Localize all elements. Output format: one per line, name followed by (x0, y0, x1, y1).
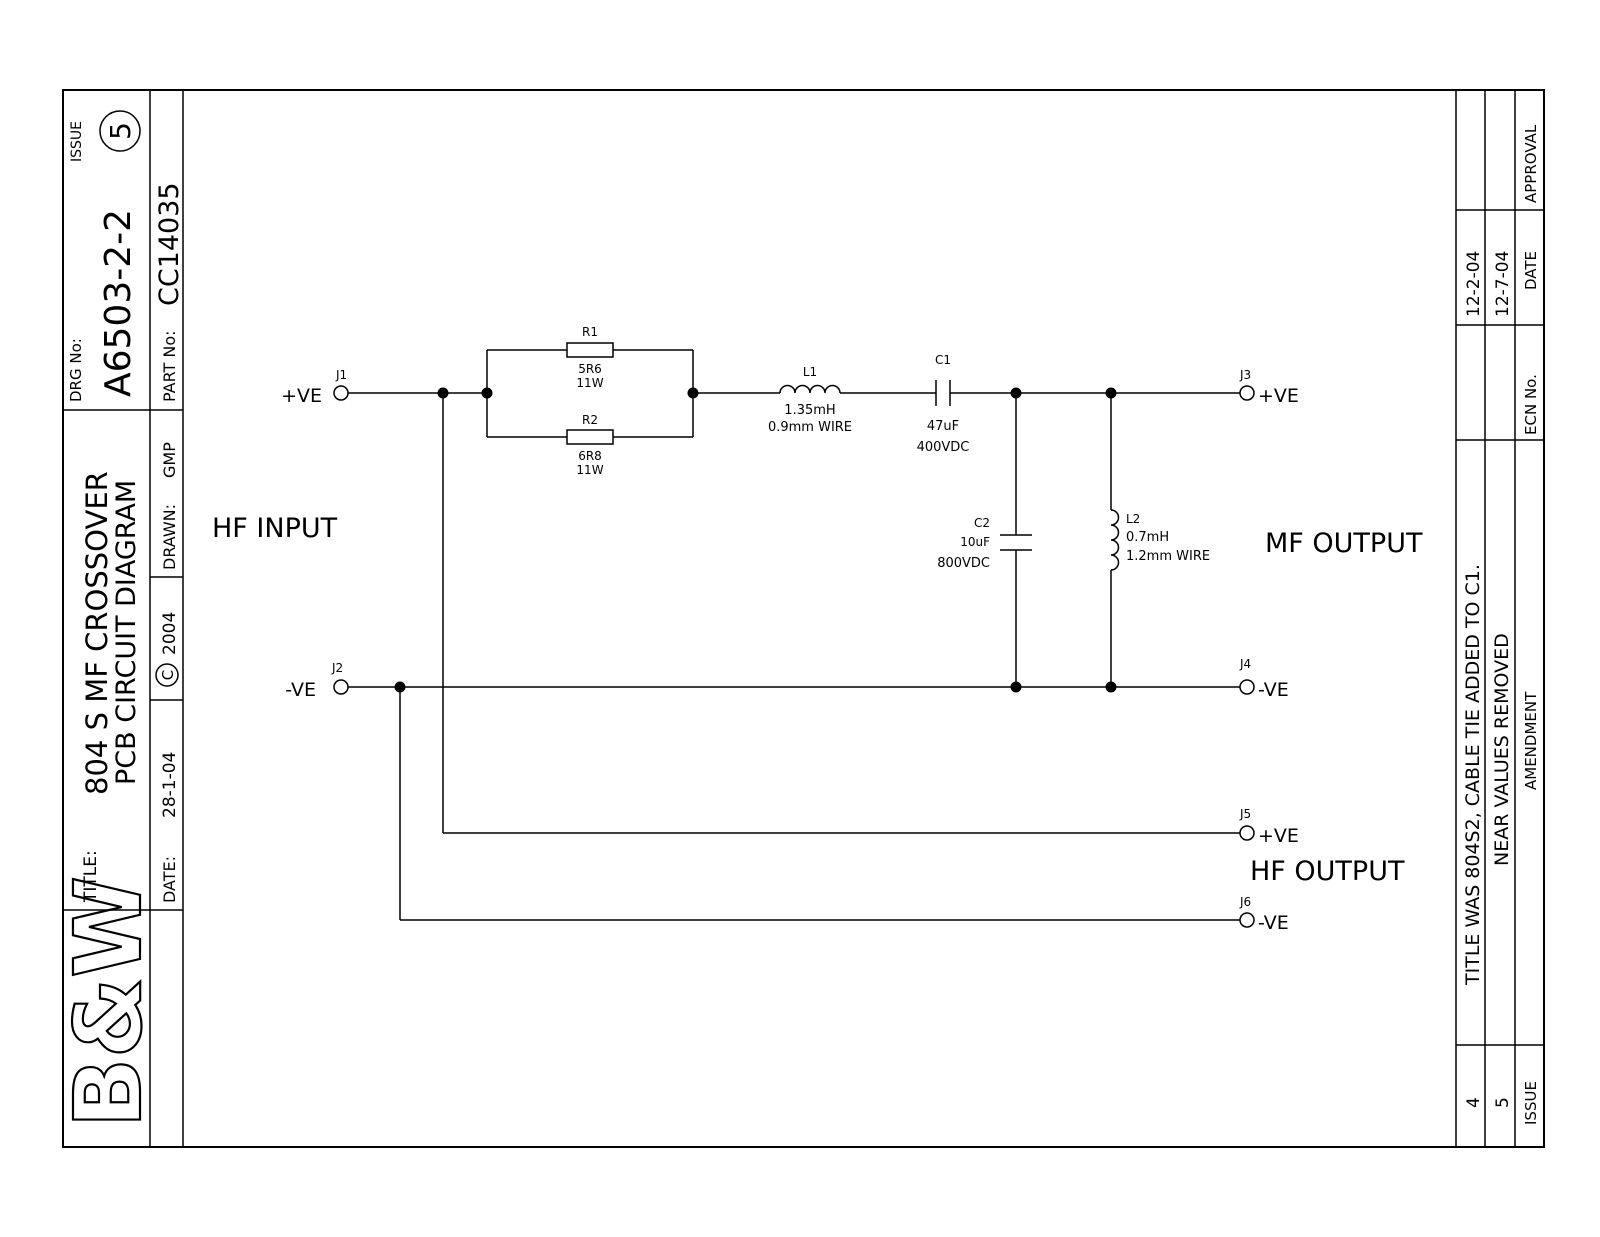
terminal-label: +VE (1258, 825, 1299, 847)
rev-row-issue: 5 (1493, 1097, 1513, 1108)
resistor-symbol (566, 429, 614, 445)
component-ref: C1 (935, 353, 951, 367)
component-value: 1.35mH (784, 403, 835, 418)
junction-dot (687, 387, 699, 399)
component-rating: 0.9mm WIRE (768, 420, 852, 435)
rev-row-date: 12-7-04 (1493, 251, 1513, 317)
drg-label: DRG No: (67, 338, 85, 402)
resistor-r1: R1 5R6 11W (566, 325, 614, 390)
rev-header-date: DATE (1522, 251, 1540, 290)
bw-logo-text: B&W (55, 876, 162, 1128)
part-label: PART No: (160, 330, 179, 402)
terminal-ref: J3 (1239, 368, 1251, 382)
junction-dot (394, 681, 406, 693)
rev-row-amendment: TITLE WAS 804S2, CABLE TIE ADDED TO C1. (1462, 564, 1484, 986)
terminal-label: +VE (281, 385, 322, 407)
inductor-l1: L1 1.35mH 0.9mm WIRE (768, 365, 852, 435)
component-value: 6R8 (578, 449, 602, 463)
component-value: 0.7mH (1126, 530, 1169, 545)
junction-dot (1105, 681, 1117, 693)
rev-row-issue: 4 (1464, 1097, 1484, 1108)
terminal-j3: J3 +VE (1239, 368, 1299, 407)
component-ref: C2 (974, 516, 990, 530)
title-label: TITLE: (81, 850, 101, 903)
terminal-label: -VE (1258, 679, 1289, 701)
terminal-ref: J1 (335, 368, 347, 382)
junction-dot (1010, 387, 1022, 399)
rev-header-approval: APPROVAL (1522, 124, 1540, 203)
rev-row-amendment: NEAR VALUES REMOVED (1491, 633, 1513, 866)
component-value: 47uF (927, 419, 959, 434)
terminal-label: -VE (1258, 912, 1289, 934)
terminal-ref: J6 (1239, 895, 1251, 909)
terminal-j6: J6 -VE (1239, 895, 1289, 934)
terminal-label: -VE (285, 679, 316, 701)
terminal-j4: J4 -VE (1239, 657, 1289, 701)
inductor-symbol (779, 384, 841, 394)
inductor-symbol (1110, 509, 1120, 571)
junction-dot (1010, 681, 1022, 693)
revision-table: ISSUE AMENDMENT ECN No. DATE APPROVAL 4 … (1455, 90, 1544, 1147)
component-value: 10uF (960, 535, 990, 549)
title-block: B&W TITLE: 804 S MF CROSSOVER PCB CIRCUI… (54, 90, 185, 1147)
rev-header-issue: ISSUE (1522, 1081, 1540, 1125)
issue-label: ISSUE (69, 121, 85, 162)
terminal-j2: J2 -VE (285, 661, 349, 701)
copyright-year: 2004 (160, 612, 180, 655)
rev-header-amendment: AMENDMENT (1522, 691, 1540, 790)
part-number: CC14035 (154, 182, 185, 306)
drawing-border (62, 89, 1545, 1148)
schematic: HF INPUT MF OUTPUT HF OUTPUT (212, 325, 1423, 934)
component-rating: 800VDC (937, 556, 990, 571)
hf-input-label: HF INPUT (212, 513, 338, 544)
terminal-ref: J2 (331, 661, 343, 675)
terminal-ref: J5 (1239, 807, 1251, 821)
rev-header-ecn: ECN No. (1522, 374, 1540, 435)
junction-dot (437, 387, 449, 399)
hf-output-label: HF OUTPUT (1250, 856, 1405, 887)
issue-number: 5 (104, 122, 137, 140)
terminal-j1: J1 +VE (281, 368, 349, 407)
mf-output-label: MF OUTPUT (1265, 528, 1423, 559)
component-rating: 11W (576, 463, 603, 477)
component-ref: L1 (803, 365, 817, 379)
component-ref: L2 (1126, 512, 1140, 526)
copyright-symbol: C (159, 670, 177, 680)
capacitor-c2: C2 10uF 800VDC (937, 516, 1032, 571)
drawing-number: A6503-2-2 (98, 209, 139, 397)
capacitor-c1: C1 47uF 400VDC (917, 353, 970, 455)
drawn-label: DRAWN: (160, 504, 179, 570)
junction-dot (481, 387, 493, 399)
component-rating: 400VDC (917, 440, 970, 455)
terminal-j5: J5 +VE (1239, 807, 1299, 847)
component-ref: R2 (582, 413, 598, 427)
drawing-date: 28-1-04 (160, 752, 180, 818)
component-rating: 1.2mm WIRE (1126, 549, 1210, 564)
drawing-title-line2: PCB CIRCUIT DIAGRAM (111, 480, 142, 785)
rev-row-date: 12-2-04 (1464, 251, 1484, 317)
drawing-title-line1: 804 S MF CROSSOVER (80, 471, 114, 795)
resistor-symbol (566, 342, 614, 358)
component-value: 5R6 (578, 362, 602, 376)
drawn-by: GMP (160, 442, 179, 478)
terminal-label: +VE (1258, 385, 1299, 407)
junction-dot (1105, 387, 1117, 399)
component-ref: R1 (582, 325, 598, 339)
issue-badge (99, 110, 141, 152)
bw-logo: B&W (54, 875, 163, 1129)
component-rating: 11W (576, 376, 603, 390)
inductor-l2: L2 0.7mH 1.2mm WIRE (1110, 509, 1210, 571)
terminal-ref: J4 (1239, 657, 1251, 671)
wires (348, 349, 1240, 921)
date-label: DATE: (160, 856, 179, 903)
copyright-icon (155, 663, 179, 687)
resistor-r2: R2 6R8 11W (566, 413, 614, 477)
